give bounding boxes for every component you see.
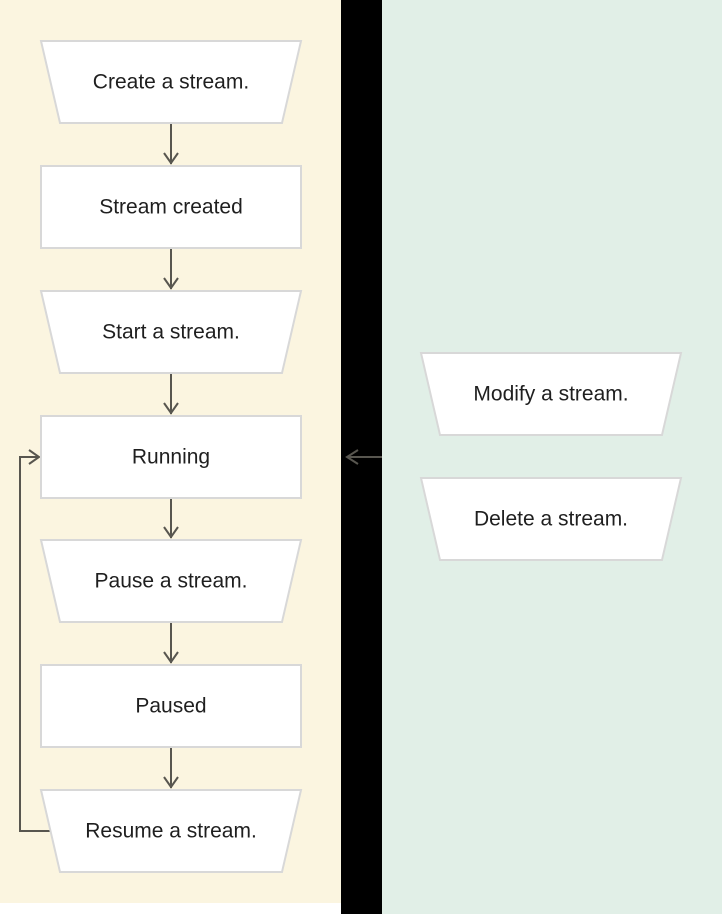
trapezoid-shape [419,352,683,436]
node-stream-created[interactable]: Stream created [40,165,302,249]
edge-create-to-created [163,123,179,165]
arrowhead-down-icon [163,776,179,789]
trapezoid-shape [39,789,303,873]
node-create-a-stream[interactable]: Create a stream. [39,40,303,124]
node-label: Pause a stream. [95,570,248,593]
node-label: Delete a stream. [474,508,628,531]
node-start-a-stream[interactable]: Start a stream. [39,290,303,374]
edge-start-to-running [163,373,179,415]
rectangle-shape [40,165,302,249]
trapezoid-shape [39,40,303,124]
nodes-layer: Create a stream. Stream created Start a … [39,40,683,873]
node-label: Modify a stream. [473,383,628,406]
rectangle-shape [40,415,302,499]
rectangle-shape [40,664,302,748]
node-label: Stream created [99,196,243,219]
arrowhead-down-icon [163,277,179,290]
edge-pause-to-paused [163,622,179,664]
node-modify-a-stream[interactable]: Modify a stream. [419,352,683,436]
trapezoid-shape [39,290,303,374]
arrowhead-down-icon [163,651,179,664]
arrowhead-down-icon [163,152,179,165]
edge-running-to-pause [163,498,179,539]
node-paused[interactable]: Paused [40,664,302,748]
node-label: Create a stream. [93,71,249,94]
right-lane-background [382,0,722,914]
node-label: Resume a stream. [85,820,257,843]
trapezoid-shape [39,539,303,623]
trapezoid-shape [419,477,683,561]
arrowhead-down-icon [163,402,179,415]
node-delete-a-stream[interactable]: Delete a stream. [419,477,683,561]
node-resume-a-stream[interactable]: Resume a stream. [39,789,303,873]
edge-paused-to-resume [163,747,179,789]
arrowhead-right-icon [28,449,41,465]
edge-right-lane-to-running [345,449,382,465]
arrowhead-down-icon [163,526,179,539]
edge-created-to-start [163,248,179,290]
node-label: Paused [135,695,206,718]
node-running[interactable]: Running [40,415,302,499]
node-label: Start a stream. [102,321,240,344]
node-label: Running [132,446,210,469]
node-pause-a-stream[interactable]: Pause a stream. [39,539,303,623]
arrowhead-left-icon [345,449,359,465]
